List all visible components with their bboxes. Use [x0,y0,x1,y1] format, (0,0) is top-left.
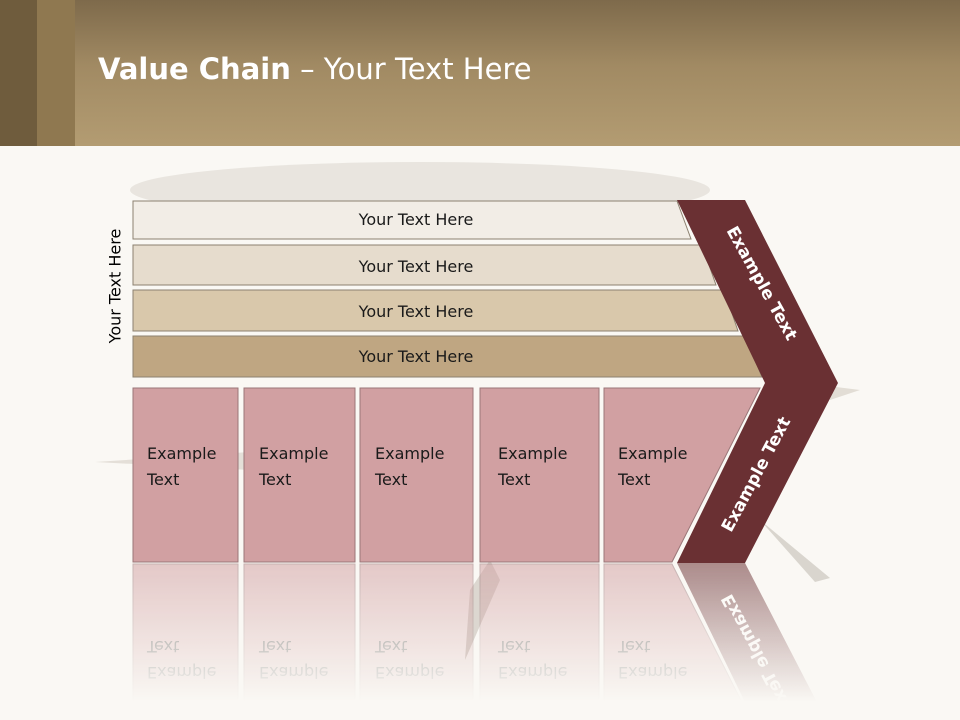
band-shape [132,289,739,332]
activity-box [479,563,600,720]
activity-box [479,387,600,563]
reflection: Example Text Example Text Example Text E… [132,563,827,720]
box-label-line1: Example [498,663,567,682]
activity-box [359,563,474,720]
slide-title: Value Chain – Your Text Here [98,52,532,86]
activity-box [603,387,761,563]
box-label-line1: Example [498,444,567,463]
reflection-arrow [677,563,827,720]
box-label-line1: Example [259,663,328,682]
arrow-shape [677,200,838,563]
reflection-boxes: Example Text Example Text Example Text E… [132,563,752,720]
support-activities: Your Text Here Your Text Here Your Text … [132,200,763,378]
box-label-line2: Text [146,470,179,489]
box-label-line2: Text [258,470,291,489]
activity-box [603,563,752,720]
box-label-line2: Text [617,470,650,489]
band-label: Your Text Here [358,347,474,366]
value-chain-diagram: Your Text Here Your Text Here Your Text … [95,162,860,720]
activity-box [359,387,474,563]
side-label: Your Text Here [105,228,125,344]
header-accent-bar [37,0,75,146]
activity-box [243,387,356,563]
box-label-line1: Example [375,444,444,463]
box-label-line2: Text [497,470,530,489]
box-label-line1: Example [618,663,687,682]
box-label-line2: Text [617,637,650,656]
band-shape [132,200,692,240]
box-label-line2: Text [497,637,530,656]
header-banner: Value Chain – Your Text Here [0,0,960,146]
title-bold: Value Chain [98,52,291,86]
band-label: Your Text Here [358,210,474,229]
activity-box [132,387,239,563]
box-label-line1: Example [147,663,216,682]
box-label-line2: Text [374,470,407,489]
primary-activities: Example Text Example Text Example Text E… [132,387,761,563]
box-label-line1: Example [147,444,216,463]
box-label-line1: Example [375,663,444,682]
box-label-line2: Text [374,637,407,656]
activity-box [243,563,356,720]
activity-box [132,563,239,720]
reflection-mirror: Example Text Example Text Example Text E… [132,563,827,720]
band-shape [132,244,717,286]
band-label: Your Text Here [358,257,474,276]
band-shape [132,335,763,378]
box-label-line2: Text [258,637,291,656]
header-accent-bar [0,0,37,146]
box-label-line1: Example [259,444,328,463]
title-rest: – Your Text Here [290,52,532,86]
band-label: Your Text Here [358,302,474,321]
box-label-line2: Text [146,637,179,656]
box-label-line1: Example [618,444,687,463]
